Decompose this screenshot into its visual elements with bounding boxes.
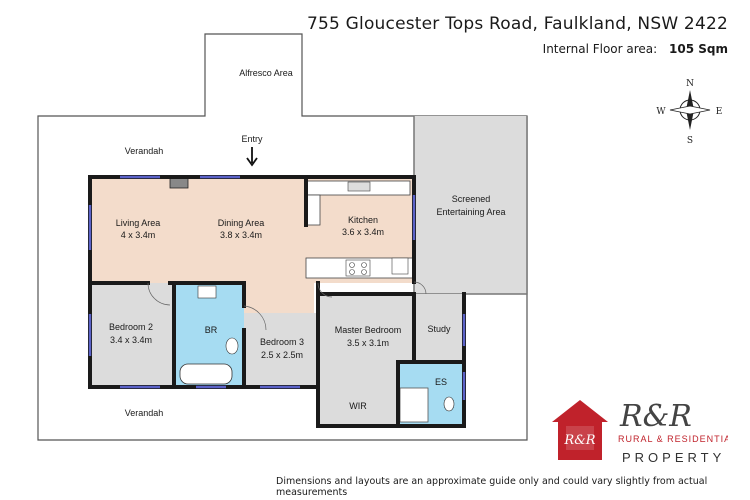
living-dining-floor <box>90 177 306 283</box>
floor-area-value: 105 Sqm <box>669 42 728 56</box>
screened-line2: Entertaining Area <box>436 207 505 217</box>
logo-house-icon <box>552 400 608 460</box>
study-label: Study <box>427 324 451 334</box>
deck-outline <box>37 33 528 441</box>
logo-house-letters: R&R <box>563 433 595 448</box>
logo-monogram: R&R <box>619 399 692 434</box>
logo-property-word: PROPERTY <box>622 450 725 465</box>
compass-e: E <box>716 107 723 117</box>
verandah-top-label: Verandah <box>125 146 164 156</box>
bedroom-2-floor <box>90 283 174 387</box>
dining-size: 3.8 x 3.4m <box>220 230 262 240</box>
fireplace <box>169 177 189 189</box>
verandah-bottom-label: Verandah <box>125 408 164 418</box>
compass-icon: N S E W <box>656 79 722 146</box>
kitchen-bench-side <box>305 194 321 226</box>
entry-arrow-icon <box>246 147 258 167</box>
property-address: 755 Gloucester Tops Road, Faulkland, NSW… <box>307 14 728 34</box>
hall-floor <box>244 283 314 313</box>
bathroom-label: BR <box>205 325 218 335</box>
living-name: Living Area <box>116 218 161 228</box>
bedroom-3-size: 2.5 x 2.5m <box>261 350 303 360</box>
bedroom-2-name: Bedroom 2 <box>109 322 153 332</box>
bedroom-3-floor <box>244 313 318 387</box>
windows <box>88 175 466 400</box>
living-size: 4 x 3.4m <box>121 230 156 240</box>
wir-label: WIR <box>349 401 367 411</box>
floor-area: Internal Floor area: 105 Sqm <box>543 42 728 56</box>
master-name: Master Bedroom <box>335 325 402 335</box>
shower <box>399 387 429 423</box>
master-size: 3.5 x 3.1m <box>347 338 389 348</box>
kitchen-name: Kitchen <box>348 215 378 225</box>
bedroom-2-size: 3.4 x 3.4m <box>110 335 152 345</box>
bathtub <box>179 363 233 385</box>
kitchen-sink <box>347 181 371 192</box>
fridge <box>391 257 409 275</box>
dining-name: Dining Area <box>218 218 265 228</box>
logo-tagline: RURAL & RESIDENTIAL <box>618 434 728 444</box>
kitchen-size: 3.6 x 3.4m <box>342 227 384 237</box>
screened-area <box>414 116 527 294</box>
disclaimer: Dimensions and layouts are an approximat… <box>276 476 708 498</box>
ensuite-label: ES <box>435 377 447 387</box>
cooktop <box>345 259 371 277</box>
door-swings <box>147 281 427 331</box>
ensuite-toilet <box>443 396 455 412</box>
screened-line1: Screened <box>452 194 491 204</box>
entry-label: Entry <box>241 134 263 144</box>
compass-s: S <box>687 136 693 146</box>
agency-logo: R&R R&R RURAL & RESIDENTIAL PROPERTY <box>552 399 728 465</box>
alfresco-label: Alfresco Area <box>239 68 293 78</box>
floor-area-label: Internal Floor area: <box>542 42 658 56</box>
vanity <box>197 285 217 299</box>
toilet <box>225 337 239 355</box>
compass-w: W <box>656 107 666 117</box>
bedroom-3-name: Bedroom 3 <box>260 337 304 347</box>
compass-n: N <box>686 79 694 89</box>
wir-floor <box>318 384 398 426</box>
